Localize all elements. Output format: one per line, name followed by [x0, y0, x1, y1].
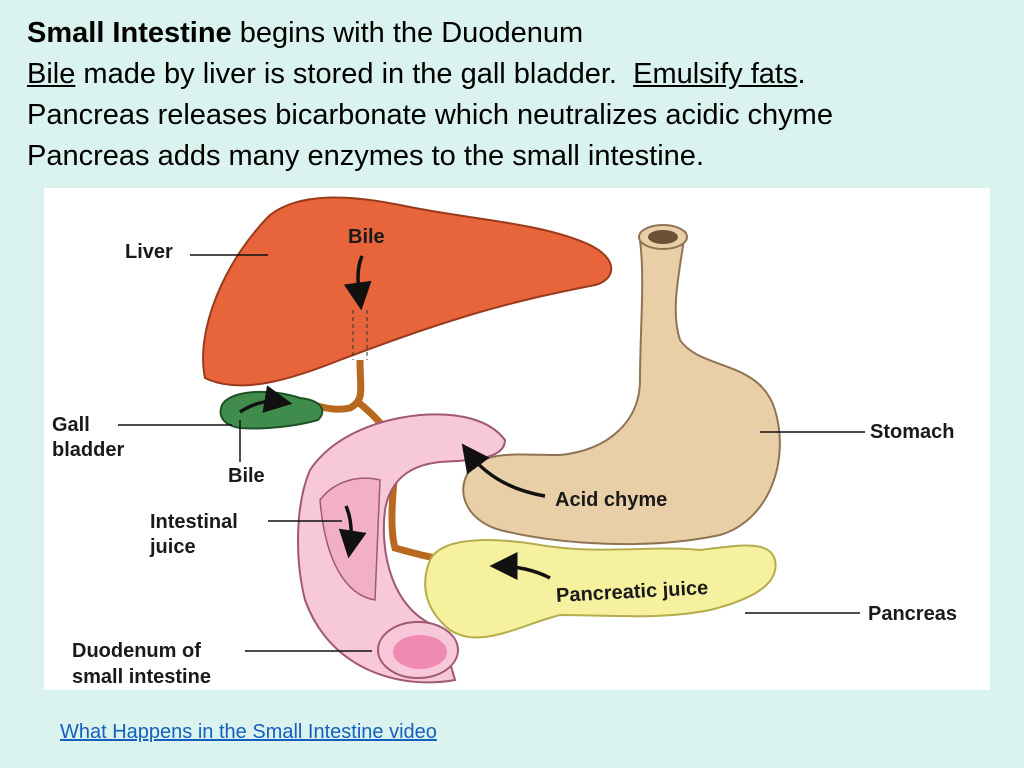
intestinal-juice-arrow — [338, 505, 367, 559]
bile-arrow-top — [343, 255, 372, 311]
pancreatic-juice-arrow — [489, 552, 551, 581]
label-duodenum-1: Duodenum of — [72, 640, 201, 662]
term-emulsify-fats: Emulsify fats — [633, 58, 798, 90]
label-intestinal-juice-1: Intestinal — [150, 511, 238, 533]
label-pancreas: Pancreas — [868, 603, 957, 625]
organ-illustration — [118, 196, 865, 684]
line-2-end: . — [797, 58, 806, 90]
stomach-shape — [462, 230, 781, 546]
line-1-text: begins with the Duodenum — [231, 17, 584, 49]
line-2: Bile made by liver is stored in the gall… — [27, 54, 833, 95]
heading-small-intestine: Small Intestine — [27, 17, 232, 49]
label-acid-chyme: Acid chyme — [555, 489, 668, 511]
label-intestinal-juice-2: juice — [150, 536, 196, 558]
line-1: Small Intestine begins with the Duodenum — [27, 13, 833, 54]
label-gall-bladder-2: bladder — [52, 439, 125, 461]
line-2-text: made by liver is stored in the gall blad… — [75, 58, 634, 90]
term-bile: Bile — [27, 58, 76, 90]
liver-shape — [202, 196, 613, 387]
label-bile-lower: Bile — [228, 465, 265, 487]
label-gall-bladder-1: Gall — [52, 414, 90, 436]
label-bile-top: Bile — [348, 226, 385, 248]
gall-bladder-shape — [219, 390, 324, 430]
label-stomach: Stomach — [870, 421, 955, 443]
line-3: Pancreas releases bicarbonate which neut… — [27, 99, 833, 131]
line-4: Pancreas adds many enzymes to the small … — [27, 140, 704, 172]
label-liver: Liver — [125, 241, 173, 263]
digestive-diagram: Liver Bile Gall bladder Bile Intestinal … — [44, 188, 990, 690]
acid-chyme-arrow — [461, 443, 546, 498]
label-duodenum-2: small intestine — [72, 666, 211, 688]
slide-text: Small Intestine begins with the Duodenum… — [27, 13, 833, 177]
small-intestine-video-link[interactable]: What Happens in the Small Intestine vide… — [60, 721, 437, 743]
bile-arrow-gall — [239, 385, 293, 414]
